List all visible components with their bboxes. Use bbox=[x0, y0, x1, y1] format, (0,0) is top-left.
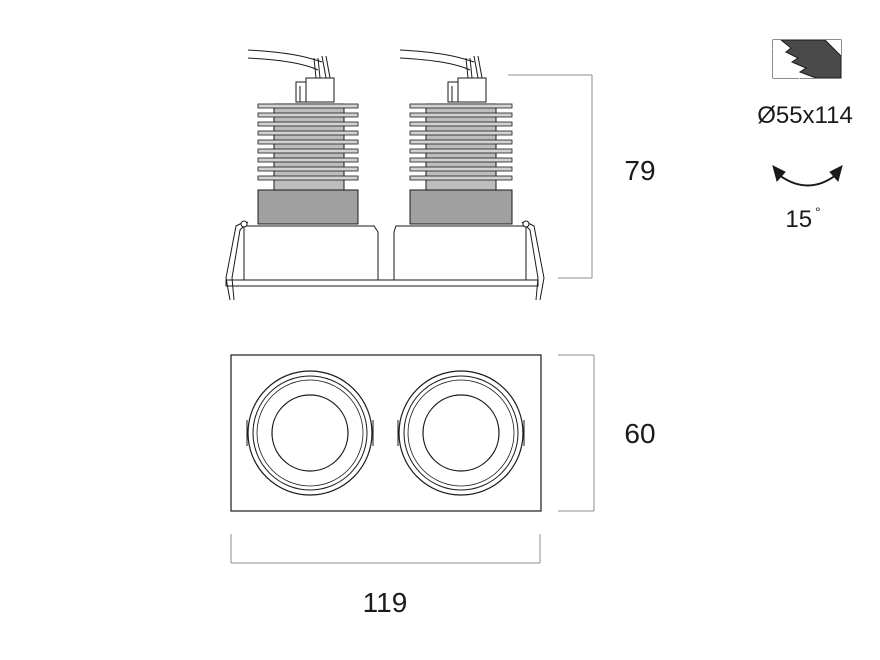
cutout-label: Ø55x114 bbox=[757, 102, 853, 129]
top-view bbox=[230, 354, 542, 512]
left-heatsink bbox=[257, 103, 359, 225]
tilt-label: 15° bbox=[785, 204, 820, 233]
side-view bbox=[225, 49, 545, 301]
height-dimension-line bbox=[508, 74, 593, 279]
spring-clips bbox=[225, 220, 545, 301]
recessed-cutout-icon bbox=[772, 39, 842, 79]
right-heatsink bbox=[409, 103, 513, 225]
left-connector bbox=[295, 77, 335, 103]
depth-dimension-label: 60 bbox=[624, 418, 655, 449]
tilt-value: 15 bbox=[785, 206, 812, 233]
tilt-degree-symbol: ° bbox=[815, 204, 821, 220]
height-dimension-label: 79 bbox=[624, 155, 655, 186]
width-dimension-label: 119 bbox=[363, 587, 408, 618]
depth-dimension-line bbox=[558, 354, 595, 512]
housing bbox=[225, 225, 539, 287]
tilt-arrow-icon bbox=[772, 165, 843, 187]
right-lamp-ring bbox=[397, 370, 525, 496]
width-dimension-line bbox=[230, 534, 541, 564]
right-connector bbox=[447, 77, 487, 103]
left-cable bbox=[247, 49, 331, 79]
left-lamp-ring bbox=[246, 370, 374, 496]
right-cable bbox=[399, 49, 483, 79]
